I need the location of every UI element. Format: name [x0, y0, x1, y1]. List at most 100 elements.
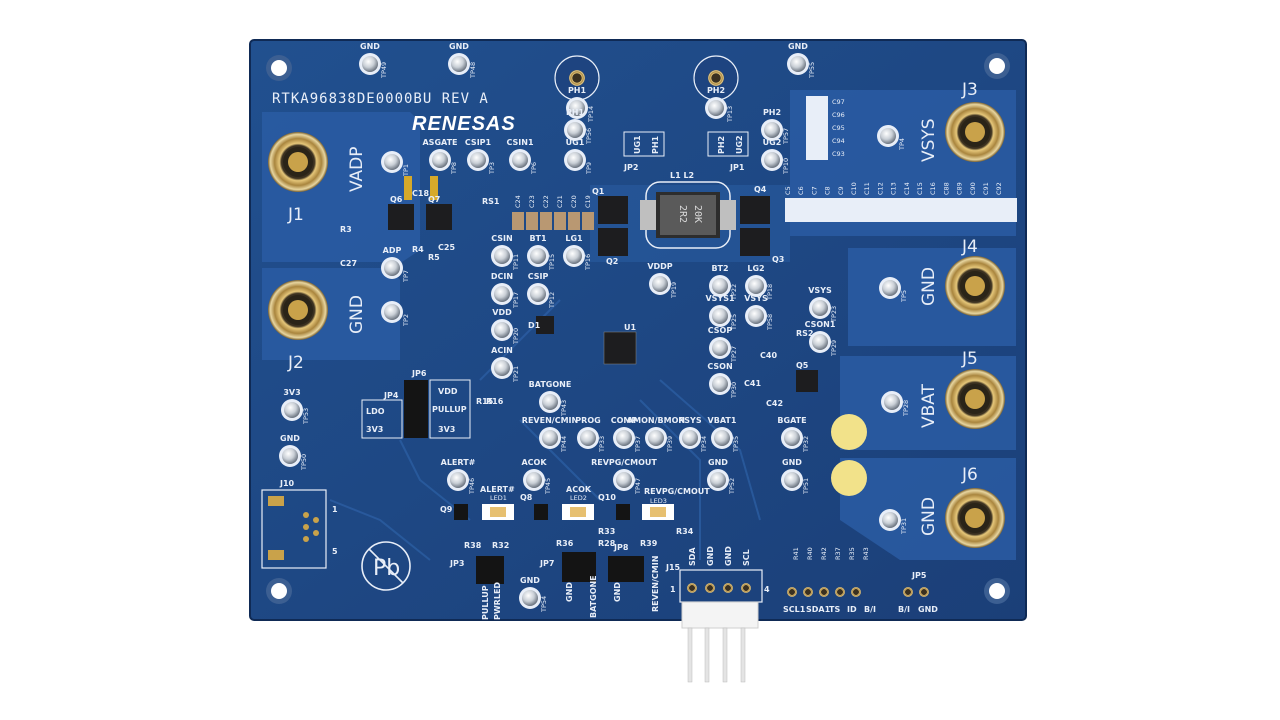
test-point-net-label: LG2 [747, 264, 764, 273]
j2-net: GND [347, 295, 367, 334]
j5-jack[interactable] [945, 369, 1005, 429]
j2-ref: J2 [287, 353, 304, 373]
inductor-marking-1: 2R2 [677, 205, 688, 223]
j1-net: VADP [347, 146, 367, 192]
test-point-net-label: GND [280, 434, 300, 443]
test-point[interactable]: TP2 [381, 301, 410, 327]
test-point[interactable]: TP28 [881, 391, 910, 417]
j10-connector[interactable] [261, 489, 327, 569]
board-part-number: RTKA96838DE0000BU REV A [272, 91, 489, 107]
test-point[interactable]: ADP TP7 [381, 246, 410, 283]
led1 [482, 504, 514, 520]
signal-header[interactable] [787, 587, 929, 597]
jp7-opt-gnd: GND [565, 582, 574, 602]
j1-jack[interactable] [268, 132, 328, 192]
ph2-terminal[interactable] [693, 55, 739, 101]
test-point-ref: TP2 [402, 314, 410, 327]
jp2-ref: JP2 [623, 163, 638, 172]
test-point-ref: TP15 [548, 254, 556, 271]
test-point[interactable]: TP31 [879, 509, 908, 535]
capacitor-designator: C92 [995, 182, 1003, 195]
test-point[interactable]: TP1 [381, 151, 410, 177]
j2-jack[interactable] [268, 280, 328, 340]
test-point[interactable]: TP4 [877, 125, 906, 151]
resistor-designator: R40 [806, 547, 814, 560]
test-point-post [494, 248, 510, 264]
test-point-post [784, 472, 800, 488]
test-point[interactable]: TP5 [879, 277, 908, 303]
test-point-ref: TP6 [530, 162, 538, 175]
component-designator: Q2 [606, 257, 618, 266]
j3-jack[interactable] [945, 102, 1005, 162]
j3-net: VSYS [919, 118, 939, 162]
test-point-post [542, 430, 558, 446]
test-point-net-label: ACOK [521, 458, 547, 467]
jp1-ref: JP1 [729, 163, 745, 172]
test-point[interactable]: ALERT#TP46 [441, 458, 476, 495]
test-point-ref: TP58 [766, 314, 774, 331]
component-designator: R3 [340, 225, 352, 234]
component-designator: D1 [528, 321, 541, 330]
test-point-net-label: ADP [383, 246, 402, 255]
j4-jack[interactable] [945, 256, 1005, 316]
test-point-ref: TP12 [548, 292, 556, 309]
test-point-ref: TP4 [898, 138, 906, 151]
component-designator: R15 [476, 397, 494, 406]
ph1-terminal[interactable] [554, 55, 600, 101]
jumper-shunts[interactable] [404, 176, 644, 584]
test-point-ref: TP18 [766, 284, 774, 301]
capacitor-designator: C91 [982, 182, 990, 195]
test-point-net-label: CSIP1 [465, 138, 492, 147]
component-designator: C40 [760, 351, 777, 360]
capacitor-designator: C21 [556, 195, 564, 208]
j6-jack[interactable] [945, 488, 1005, 548]
test-point-ref: TP7 [402, 270, 410, 283]
j15-connector[interactable] [679, 569, 763, 683]
test-point-post [566, 248, 582, 264]
j5-ref: J5 [961, 349, 978, 369]
